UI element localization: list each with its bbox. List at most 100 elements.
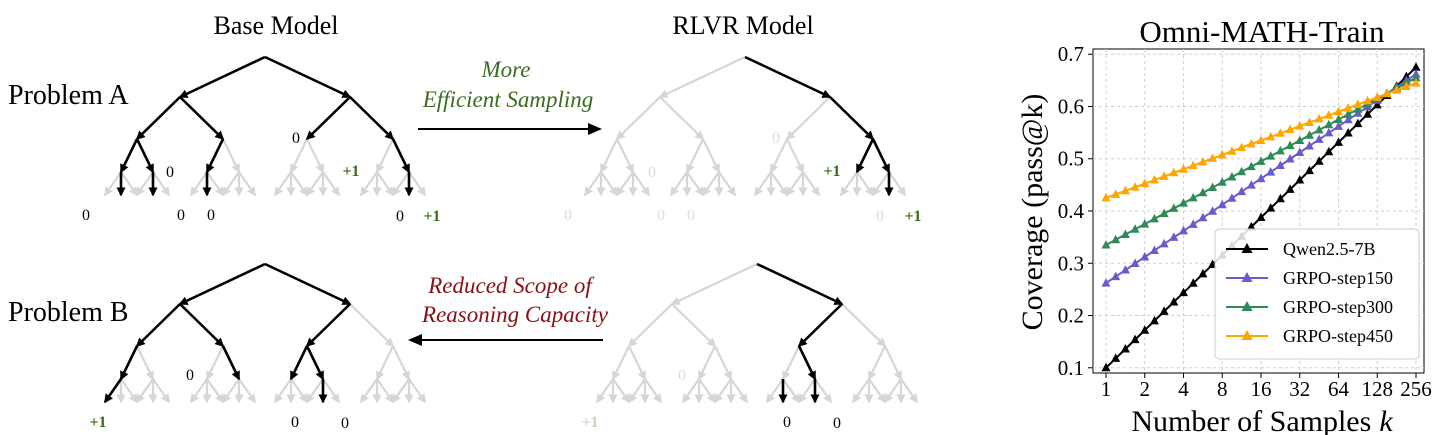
tree-edge-faded bbox=[206, 171, 224, 197]
tree-edge-faded bbox=[376, 171, 394, 197]
legend-swatch-marker bbox=[1241, 272, 1253, 282]
series-marker bbox=[1343, 103, 1353, 112]
outcome-zero: 0 bbox=[341, 415, 349, 432]
tree-edge-faded bbox=[360, 378, 378, 404]
tree-edge-faded bbox=[360, 171, 378, 197]
series-marker bbox=[1140, 178, 1150, 188]
tree-edge-faded bbox=[658, 56, 746, 98]
outcome-zero: 0 bbox=[648, 164, 656, 181]
tree-edge-active bbox=[178, 262, 266, 306]
series-marker bbox=[1401, 81, 1411, 91]
tree-edge-faded bbox=[782, 345, 800, 381]
series-marker bbox=[1169, 232, 1179, 241]
series-marker bbox=[1256, 212, 1266, 222]
tree-edge-faded bbox=[408, 378, 426, 404]
series-marker bbox=[1111, 271, 1121, 281]
series-marker bbox=[1101, 192, 1111, 202]
tree-edge-faded bbox=[852, 378, 870, 404]
series-marker bbox=[1227, 146, 1237, 155]
tree-edge-faded bbox=[190, 171, 208, 197]
series-marker bbox=[1159, 238, 1169, 248]
series-marker bbox=[1111, 353, 1121, 362]
series-marker bbox=[1411, 72, 1421, 82]
tree-edge-faded bbox=[222, 378, 240, 404]
tree-edge-faded bbox=[376, 378, 394, 404]
series-marker bbox=[1179, 198, 1188, 207]
series-marker bbox=[1266, 151, 1276, 160]
tree-edge-faded bbox=[786, 171, 804, 197]
series-marker bbox=[1256, 173, 1266, 183]
series-marker bbox=[1256, 135, 1266, 144]
tree-edge-faded bbox=[872, 171, 890, 197]
tree-edge-faded bbox=[306, 171, 324, 197]
tree-edge-faded bbox=[136, 378, 154, 404]
series-marker bbox=[1179, 164, 1188, 173]
tree-edge-faded bbox=[628, 378, 646, 404]
x-tick-label: 64 bbox=[1328, 377, 1350, 401]
series-marker bbox=[1295, 135, 1305, 144]
series-marker bbox=[1140, 325, 1150, 334]
legend-swatch-marker bbox=[1241, 243, 1253, 253]
tree-edge-faded bbox=[627, 303, 673, 348]
tree-edge-faded bbox=[785, 96, 831, 141]
series-marker bbox=[1208, 182, 1218, 191]
tree-edge-active bbox=[178, 55, 266, 99]
tree-edge-faded bbox=[714, 378, 732, 404]
series-marker bbox=[1382, 88, 1392, 98]
rlvr-model-title: RLVR Model bbox=[672, 11, 813, 40]
tree-edge-active bbox=[305, 303, 351, 348]
series-marker bbox=[1324, 127, 1334, 137]
series-marker bbox=[1179, 287, 1188, 297]
series-marker bbox=[1334, 106, 1343, 116]
outcome-zero: 0 bbox=[177, 207, 185, 224]
outcome-plus-one: +1 bbox=[423, 208, 440, 225]
tree-edge-faded bbox=[786, 138, 804, 174]
series-marker bbox=[1295, 174, 1305, 184]
chart-title: Omni-MATH-Train bbox=[1139, 14, 1385, 49]
tree-edge-faded bbox=[376, 345, 394, 381]
outcome-zero: 0 bbox=[678, 367, 686, 384]
tree-edge-faded bbox=[659, 96, 705, 141]
tree-edge-faded bbox=[802, 171, 820, 197]
tree-edge-faded bbox=[206, 345, 224, 381]
outcome-zero: 0 bbox=[657, 207, 665, 224]
series-marker bbox=[1334, 137, 1343, 146]
x-axis-label-var: k bbox=[1379, 405, 1393, 435]
series-marker bbox=[1324, 110, 1334, 119]
tree-edge-faded bbox=[702, 138, 720, 174]
tree-edge-faded bbox=[698, 345, 716, 381]
tree-edge-faded bbox=[798, 378, 816, 404]
x-tick-label: 1 bbox=[1101, 377, 1112, 401]
tree-edge-faded bbox=[290, 138, 308, 174]
tree-edge-active bbox=[391, 138, 411, 174]
series-marker bbox=[1324, 119, 1334, 129]
series-marker bbox=[1411, 77, 1421, 87]
x-tick-label: 256 bbox=[1400, 377, 1432, 401]
series-marker bbox=[1149, 245, 1159, 254]
outcome-plus-one: +1 bbox=[581, 414, 598, 431]
tree-edge-active bbox=[179, 303, 225, 348]
series-marker bbox=[1353, 99, 1363, 109]
caption-more: More bbox=[481, 57, 531, 82]
tree-edge-faded bbox=[190, 378, 208, 404]
series-marker bbox=[1130, 182, 1140, 191]
tree-edge-active bbox=[179, 96, 225, 141]
series-marker bbox=[1363, 95, 1373, 105]
tree-edge-faded bbox=[274, 171, 292, 197]
tree-edge-faded bbox=[290, 171, 308, 197]
tree-edge-faded bbox=[349, 303, 395, 348]
tree-edge-faded bbox=[840, 171, 858, 197]
tree-edge-faded bbox=[152, 171, 170, 197]
series-marker bbox=[1343, 114, 1353, 124]
legend-swatch-marker bbox=[1241, 301, 1253, 311]
outcome-zero: 0 bbox=[396, 208, 404, 225]
tree-edge-faded bbox=[644, 378, 662, 404]
tree-edge-faded bbox=[766, 378, 784, 404]
series-marker bbox=[1120, 265, 1130, 274]
tree-edge-active bbox=[305, 345, 325, 381]
